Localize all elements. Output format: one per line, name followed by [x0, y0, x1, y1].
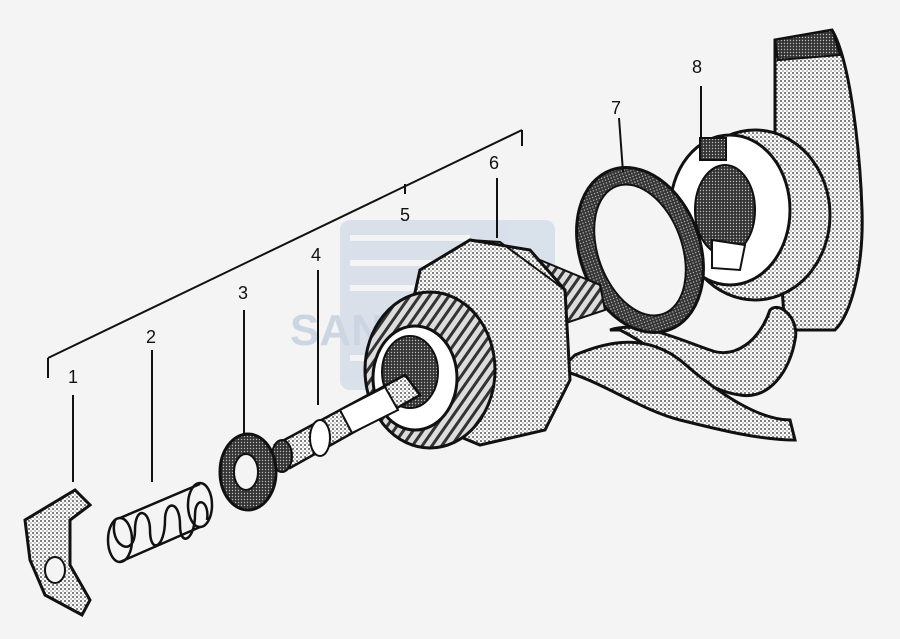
part-7-gasket: [557, 166, 798, 442]
callout-7: 7: [611, 98, 621, 118]
callout-5: 5: [400, 205, 410, 225]
part-4-valve-stem: [271, 373, 422, 473]
callout-6: 6: [489, 153, 499, 173]
assembly-bracket: [47, 129, 523, 378]
part-1-bracket-clip: [23, 488, 93, 618]
part-2-spring: [106, 481, 214, 564]
leader-lines: [72, 86, 702, 482]
callout-1: 1: [68, 367, 78, 387]
callout-3: 3: [238, 283, 248, 303]
callout-numbers: 1 2 3 4 5 6 7 8: [68, 57, 702, 387]
callout-4: 4: [311, 245, 321, 265]
callout-2: 2: [146, 327, 156, 347]
callout-8: 8: [692, 57, 702, 77]
part-3-washer: [218, 432, 278, 512]
part-8-cap: [668, 28, 864, 332]
